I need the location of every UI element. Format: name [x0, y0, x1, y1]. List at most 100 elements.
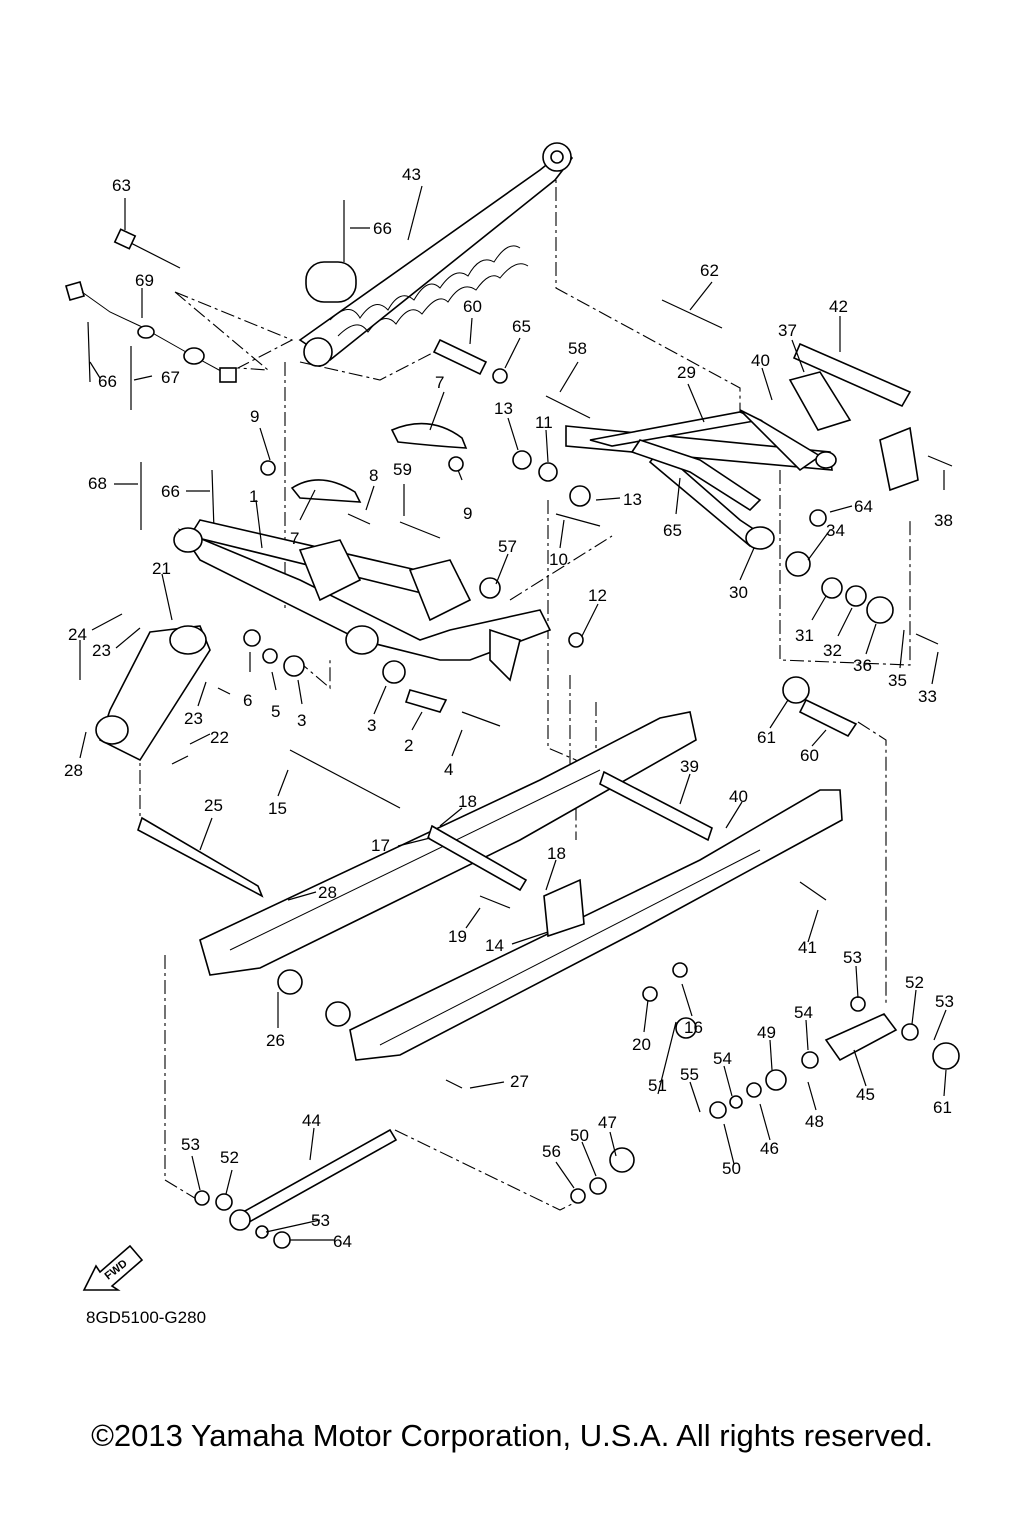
callout: 9 — [463, 504, 472, 523]
callout: 23 — [184, 709, 203, 728]
link-plate-shape — [95, 625, 211, 762]
callout: 65 — [663, 521, 682, 540]
rear-arm-shape — [565, 409, 837, 550]
callout: 53 — [843, 948, 862, 967]
callout: 8 — [369, 466, 378, 485]
callout: 64 — [333, 1232, 352, 1251]
callout: 12 — [588, 586, 607, 605]
copyright-notice: ©2013 Yamaha Motor Corporation, U.S.A. A… — [91, 1418, 933, 1453]
callout: 58 — [568, 339, 587, 358]
callout: 25 — [204, 796, 223, 815]
callout: 10 — [549, 550, 568, 569]
callout-labels: 63 43 66 69 66 67 60 65 62 42 37 40 58 2… — [64, 165, 954, 1251]
callout: 63 — [112, 176, 131, 195]
callout: 7 — [290, 529, 299, 548]
callout: 13 — [494, 399, 513, 418]
callout: 53 — [935, 992, 954, 1011]
callout: 23 — [92, 641, 111, 660]
callout: 44 — [302, 1111, 321, 1130]
callout: 37 — [778, 321, 797, 340]
callout: 57 — [498, 537, 517, 556]
callout: 30 — [729, 583, 748, 602]
callout: 54 — [713, 1049, 732, 1068]
callout: 18 — [547, 844, 566, 863]
callout: 1 — [249, 487, 258, 506]
callout: 2 — [404, 736, 413, 755]
callout: 24 — [68, 625, 87, 644]
callout: 49 — [757, 1023, 776, 1042]
front-arm-shape — [173, 519, 552, 682]
fwd-arrow-icon: FWD — [82, 1244, 144, 1291]
callout: 64 — [854, 497, 873, 516]
callout: 19 — [448, 927, 467, 946]
callout: 26 — [266, 1031, 285, 1050]
callout: 13 — [623, 490, 642, 509]
callout: 16 — [684, 1018, 703, 1037]
callout: 4 — [444, 760, 453, 779]
callout: 9 — [250, 407, 259, 426]
callout: 15 — [268, 799, 287, 818]
callout: 53 — [311, 1211, 330, 1230]
callout: 61 — [757, 728, 776, 747]
callout: 14 — [485, 936, 504, 955]
callout: 6 — [243, 691, 252, 710]
callout: 32 — [823, 641, 842, 660]
callout: 7 — [435, 373, 444, 392]
callout: 40 — [751, 351, 770, 370]
part-shapes — [65, 142, 960, 1249]
callout: 54 — [794, 1003, 813, 1022]
callout: 59 — [393, 460, 412, 479]
callout: 51 — [648, 1076, 667, 1095]
callout: 40 — [729, 787, 748, 806]
callout: 43 — [402, 165, 421, 184]
callout: 22 — [210, 728, 229, 747]
callout: 38 — [934, 511, 953, 530]
callout: 60 — [463, 297, 482, 316]
callout: 34 — [826, 521, 845, 540]
callout: 3 — [297, 711, 306, 730]
callout: 18 — [458, 792, 477, 811]
callout: 52 — [220, 1148, 239, 1167]
callout: 28 — [318, 883, 337, 902]
callout: 27 — [510, 1072, 529, 1091]
callout: 67 — [161, 368, 180, 387]
callout: 46 — [760, 1139, 779, 1158]
callout: 36 — [853, 656, 872, 675]
callout: 3 — [367, 716, 376, 735]
callout: 66 — [98, 372, 117, 391]
callout: 35 — [888, 671, 907, 690]
callout: 68 — [88, 474, 107, 493]
callout: 48 — [805, 1112, 824, 1131]
callout: 21 — [152, 559, 171, 578]
callout: 61 — [933, 1098, 952, 1117]
callout: 11 — [535, 413, 553, 432]
callout: 66 — [161, 482, 180, 501]
callout: 42 — [829, 297, 848, 316]
callout: 17 — [371, 836, 390, 855]
callout: 39 — [680, 757, 699, 776]
callout: 66 — [373, 219, 392, 238]
callout: 53 — [181, 1135, 200, 1154]
shock-absorber-shape — [298, 142, 574, 367]
callout: 5 — [271, 702, 280, 721]
callout: 28 — [64, 761, 83, 780]
callout: 31 — [795, 626, 814, 645]
callout: 69 — [135, 271, 154, 290]
callout: 56 — [542, 1142, 561, 1161]
callout: 45 — [856, 1085, 875, 1104]
diagram-code: 8GD5100-G280 — [86, 1308, 207, 1327]
callout: 60 — [800, 746, 819, 765]
callout: 62 — [700, 261, 719, 280]
callout: 20 — [632, 1035, 651, 1054]
callout: 29 — [677, 363, 696, 382]
callout: 50 — [570, 1126, 589, 1145]
callout: 50 — [722, 1159, 741, 1178]
callout: 47 — [598, 1113, 617, 1132]
callout: 41 — [798, 938, 817, 957]
callout: 52 — [905, 973, 924, 992]
callout: 65 — [512, 317, 531, 336]
leader-lines — [79, 185, 947, 1241]
callout: 55 — [680, 1065, 699, 1084]
callout: 33 — [918, 687, 937, 706]
